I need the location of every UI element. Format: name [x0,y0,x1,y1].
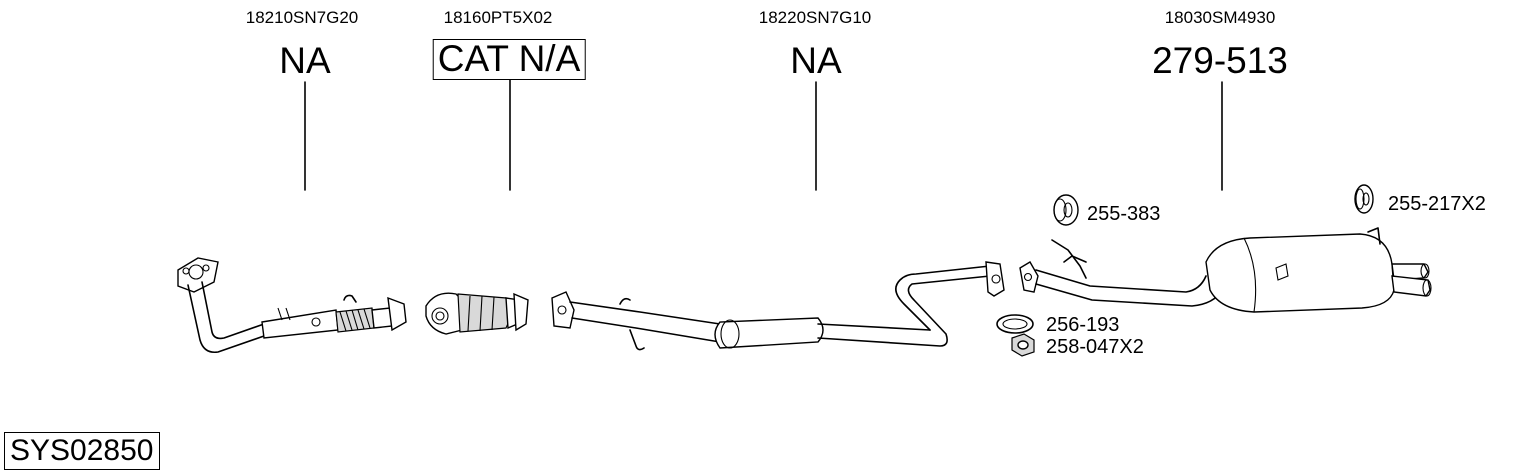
rubber-mount-icon[interactable] [1354,184,1374,214]
part-ref-front-pipe[interactable]: NA [279,40,331,81]
accessory-label-rubber-mount-a[interactable]: 255-383 [1087,203,1161,225]
system-code-box: SYS02850 [4,432,161,470]
part-ref-catalyst[interactable]: CAT N/A [432,39,586,80]
middle-silencer-drawing[interactable] [551,261,1005,351]
accessory-label-gasket[interactable]: 256-193 [1046,314,1120,336]
part-oem-number-middle-silencer: 18220SN7G10 [758,8,872,27]
catalyst-drawing[interactable] [425,292,529,335]
front-pipe-drawing[interactable] [177,257,407,354]
rear-silencer-drawing[interactable] [1019,227,1432,313]
hex-nut-icon[interactable] [1011,333,1035,357]
accessory-label-nut[interactable]: 258-047X2 [1046,336,1144,358]
gasket-ring-icon[interactable] [996,314,1034,334]
part-ref-middle-silencer[interactable]: NA [790,40,842,81]
rubber-mount-icon[interactable] [1053,194,1079,226]
part-ref-rear-silencer[interactable]: 279-513 [1152,40,1288,81]
part-oem-number-catalyst: 18160PT5X02 [443,8,553,27]
part-oem-number-front-pipe: 18210SN7G20 [245,8,359,27]
part-oem-number-rear-silencer: 18030SM4930 [1164,8,1276,27]
accessory-label-rubber-mount-b[interactable]: 255-217X2 [1388,193,1486,215]
